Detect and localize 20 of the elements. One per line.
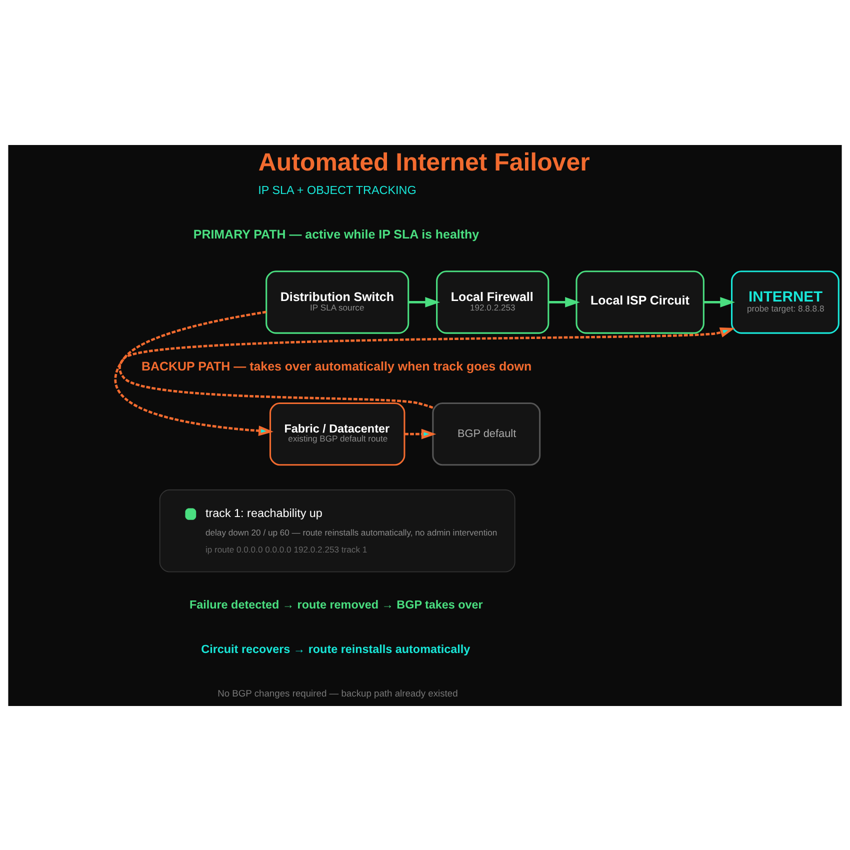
- node-box: INTERNET probe target: 8.8.8.8: [730, 270, 840, 334]
- label: No BGP changes required — backup path already existed: [218, 688, 458, 698]
- label: BACKUP PATH — takes over automatically when track goes down: [142, 358, 532, 373]
- label: Failure detected → route removed → BGP takes over: [189, 598, 483, 611]
- diagram-title: Automated Internet Failover: [258, 148, 590, 176]
- label: IP SLA + OBJECT TRACKING: [258, 184, 416, 197]
- arrow: [548, 296, 580, 307]
- arrow: [408, 296, 440, 307]
- node-box: track 1: reachability up delay down 20 / up 60 — route reinstalls automatically, no admin intervention ip route 0.0.0.0 0.0.0.0 192.0.2.253 track 1: [159, 488, 516, 572]
- node-box: Local Firewall 192.0.2.253: [436, 270, 550, 334]
- node-box: Distribution Switch IP SLA source: [266, 270, 410, 334]
- arrow: [404, 428, 436, 439]
- node-box: Local ISP Circuit: [576, 270, 704, 334]
- arrow: [704, 296, 736, 307]
- arrow: [118, 326, 735, 408]
- label: PRIMARY PATH — active while IP SLA is healthy: [193, 226, 480, 241]
- node-box: Fabric / Datacenter existing BGP default route: [269, 402, 406, 466]
- arrow: [114, 310, 274, 436]
- label: Circuit recovers → route reinstalls automatically: [201, 642, 470, 656]
- node-box: BGP default: [432, 402, 541, 466]
